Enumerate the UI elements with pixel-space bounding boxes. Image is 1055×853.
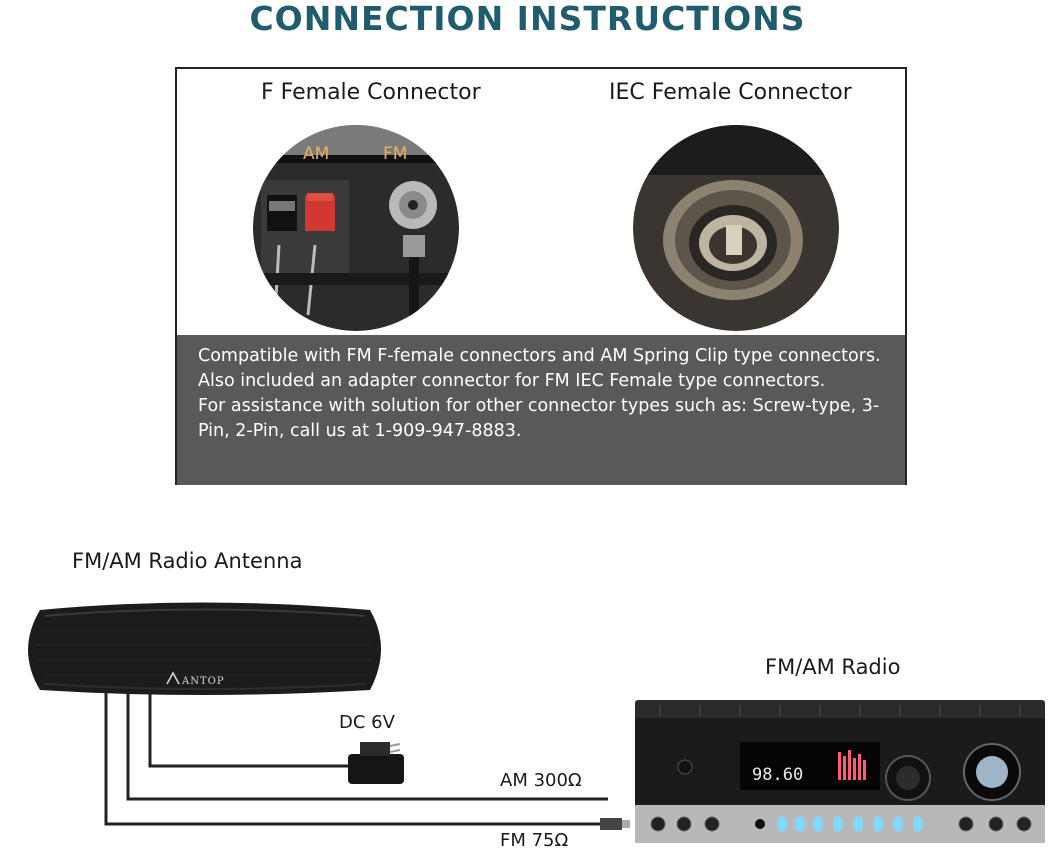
iec-female-connector-label: IEC Female Connector [609,80,852,105]
radio-frequency-display: 98.60 [752,765,803,785]
connector-panel: F Female Connector IEC Female Connector … [175,67,907,485]
iec-female-connector-photo [633,125,839,331]
antenna-cables [104,692,608,826]
fm-75-ohm-label: FM 75Ω [500,830,569,851]
antenna-unit: ANTOP [28,602,381,695]
antop-logo-icon [166,671,180,685]
dc-6v-label: DC 6V [339,712,395,733]
am-300-ohm-label: AM 300Ω [500,770,582,791]
power-button [677,759,693,775]
f-female-connector-label: F Female Connector [261,80,481,105]
description-assistance-text: For assistance with solution for other c… [198,396,880,441]
antenna-label: FM/AM Radio Antenna [72,549,303,573]
antenna-brand: ANTOP [181,676,225,687]
description-compatibility-text: Compatible with FM F-female connectors a… [198,346,881,391]
page-title: CONNECTION INSTRUCTIONS [249,0,806,38]
radio-label: FM/AM Radio [765,655,901,679]
dc-power-adapter [348,742,404,784]
radio-receiver: 98.60 [635,700,1045,843]
connector-description: Compatible with FM F-female connectors a… [177,335,905,485]
fm-plug [600,818,622,830]
fm-photo-label: FM [383,144,407,164]
am-photo-label: AM [303,144,329,164]
